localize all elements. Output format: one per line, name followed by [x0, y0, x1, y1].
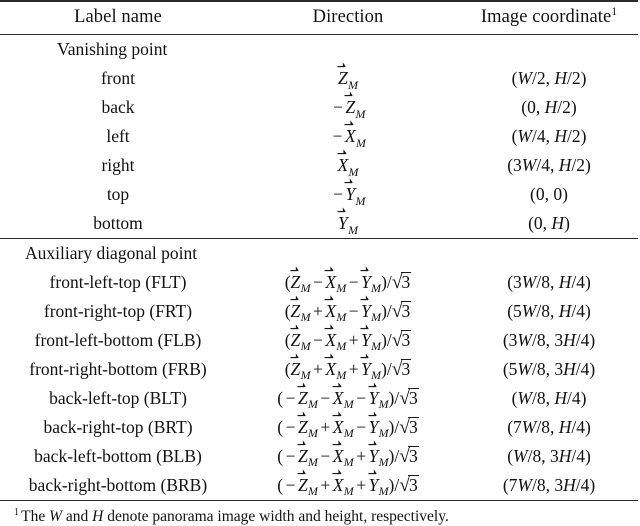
- row-label: right: [101, 155, 135, 176]
- section-title: Vanishing point: [57, 39, 168, 60]
- row-image-coordinate: (0, H): [528, 213, 570, 234]
- table-row: front-right-bottom (FRB) (ZM+XM+YM)/√3 (5W…: [0, 353, 638, 384]
- row-direction: (ZM+XM+YM)/√3: [236, 353, 460, 384]
- row-direction: XM: [236, 149, 460, 180]
- table-row: back-right-top (BRT) (−ZM+XM−YM)/√3 (7W/8,…: [0, 411, 638, 442]
- row-image-coordinate: (0, 0): [530, 184, 568, 205]
- row-image-coordinate: (W/8, 3H/4): [507, 446, 591, 467]
- row-direction: −ZM: [236, 91, 460, 122]
- section-direction-empty: [236, 35, 460, 65]
- row-direction: YM: [236, 207, 460, 239]
- footnote-var-width: W: [49, 508, 63, 525]
- table-header-row: Label name Direction Image coordinate1: [0, 0, 638, 35]
- row-direction: −YM: [236, 178, 460, 209]
- footnote-marker: 1: [14, 506, 20, 518]
- table-row: top −YM (0, 0): [0, 178, 638, 209]
- row-label: left: [106, 126, 130, 147]
- row-label: front-left-top (FLT): [49, 272, 187, 293]
- row-direction: (ZM−XM+YM)/√3: [236, 324, 460, 355]
- table-row: back-left-bottom (BLB) (−ZM−XM+YM)/√3 (W/8…: [0, 440, 638, 471]
- row-direction: (−ZM−XM+YM)/√3: [236, 440, 460, 471]
- table-row: back-left-top (BLT) (−ZM−XM−YM)/√3 (W/8, H…: [0, 382, 638, 413]
- footnote-var-height: H: [92, 508, 104, 525]
- row-image-coordinate: (W/4, H/2): [511, 126, 587, 147]
- section-heading-row: Auxiliary diagonal point: [0, 238, 638, 268]
- row-direction: (ZM−XM−YM)/√3: [236, 266, 460, 297]
- row-image-coordinate: (7W/8, H/4): [507, 417, 591, 438]
- table-row: front-left-bottom (FLB) (ZM−XM+YM)/√3 (3W/…: [0, 324, 638, 355]
- column-header-direction: Direction: [236, 0, 460, 35]
- table-row: front ZM (W/2, H/2): [0, 62, 638, 93]
- row-label: back-left-top (BLT): [49, 388, 187, 409]
- row-direction: ZM: [236, 62, 460, 93]
- row-direction: (−ZM+XM−YM)/√3: [236, 411, 460, 442]
- row-direction: −XM: [236, 120, 460, 151]
- row-label: back: [101, 97, 135, 118]
- row-image-coordinate: (5W/8, H/4): [507, 301, 591, 322]
- column-header-image-coordinate: Image coordinate1: [460, 0, 638, 35]
- footnote-part-3: denote panorama image width and height, …: [103, 508, 449, 525]
- row-image-coordinate: (3W/4, H/2): [507, 155, 591, 176]
- row-label: back-right-bottom (BRB): [0, 471, 236, 501]
- row-image-coordinate: (W/2, H/2): [511, 68, 587, 89]
- row-label: back-right-top (BRT): [43, 417, 193, 438]
- table-row: left −XM (W/4, H/2): [0, 120, 638, 151]
- row-label: front-right-top (FRT): [43, 301, 193, 322]
- section-coordinate-empty: [460, 238, 638, 268]
- row-label: front-left-bottom (FLB): [34, 330, 202, 351]
- row-label: front-right-bottom (FRB): [29, 359, 207, 380]
- row-direction: (ZM+XM−YM)/√3: [236, 295, 460, 326]
- column-header-label-name: Label name: [0, 0, 236, 35]
- table-row: bottom YM (0, H): [0, 207, 638, 239]
- footnote-part-1: The: [21, 508, 50, 525]
- label-definition-table: Label name Direction Image coordinate1 V…: [0, 0, 638, 501]
- row-image-coordinate: (0, H/2): [521, 97, 577, 118]
- column-header-image-coordinate-text: Image coordinate: [480, 7, 612, 27]
- table-row: back-right-bottom (BRB)(−ZM+XM+YM)/√3(7W…: [0, 469, 638, 501]
- table-row: front-left-top (FLT) (ZM−XM−YM)/√3 (3W/8, …: [0, 266, 638, 297]
- row-image-coordinate: (7W/8, 3H/4): [460, 471, 638, 501]
- section-heading-row: Vanishing point: [0, 35, 638, 65]
- row-label: bottom: [93, 213, 143, 234]
- row-image-coordinate: (3W/8, H/4): [507, 272, 591, 293]
- table-row: right XM (3W/4, H/2): [0, 149, 638, 180]
- section-title: Auxiliary diagonal point: [0, 238, 236, 268]
- table-body: Vanishing point front ZM (W/2, H/2) back −ZM (…: [0, 35, 638, 501]
- section-coordinate-empty: [460, 35, 638, 65]
- row-image-coordinate: (3W/8, 3H/4): [502, 330, 596, 351]
- section-direction-empty: [236, 238, 460, 268]
- row-label: front: [100, 68, 136, 89]
- row-label: back-left-bottom (BLB): [34, 446, 202, 467]
- footnote-marker-header: 1: [611, 5, 618, 18]
- footnote-part-2: and: [62, 508, 93, 525]
- table-row: back −ZM (0, H/2): [0, 91, 638, 122]
- row-image-coordinate: (W/8, H/4): [511, 388, 587, 409]
- table-row: front-right-top (FRT) (ZM+XM−YM)/√3 (5W/8,…: [0, 295, 638, 326]
- row-image-coordinate: (5W/8, 3H/4): [502, 359, 596, 380]
- row-direction: (−ZM+XM+YM)/√3: [236, 469, 460, 501]
- row-direction: (−ZM−XM−YM)/√3: [236, 382, 460, 413]
- row-label: top: [106, 184, 130, 205]
